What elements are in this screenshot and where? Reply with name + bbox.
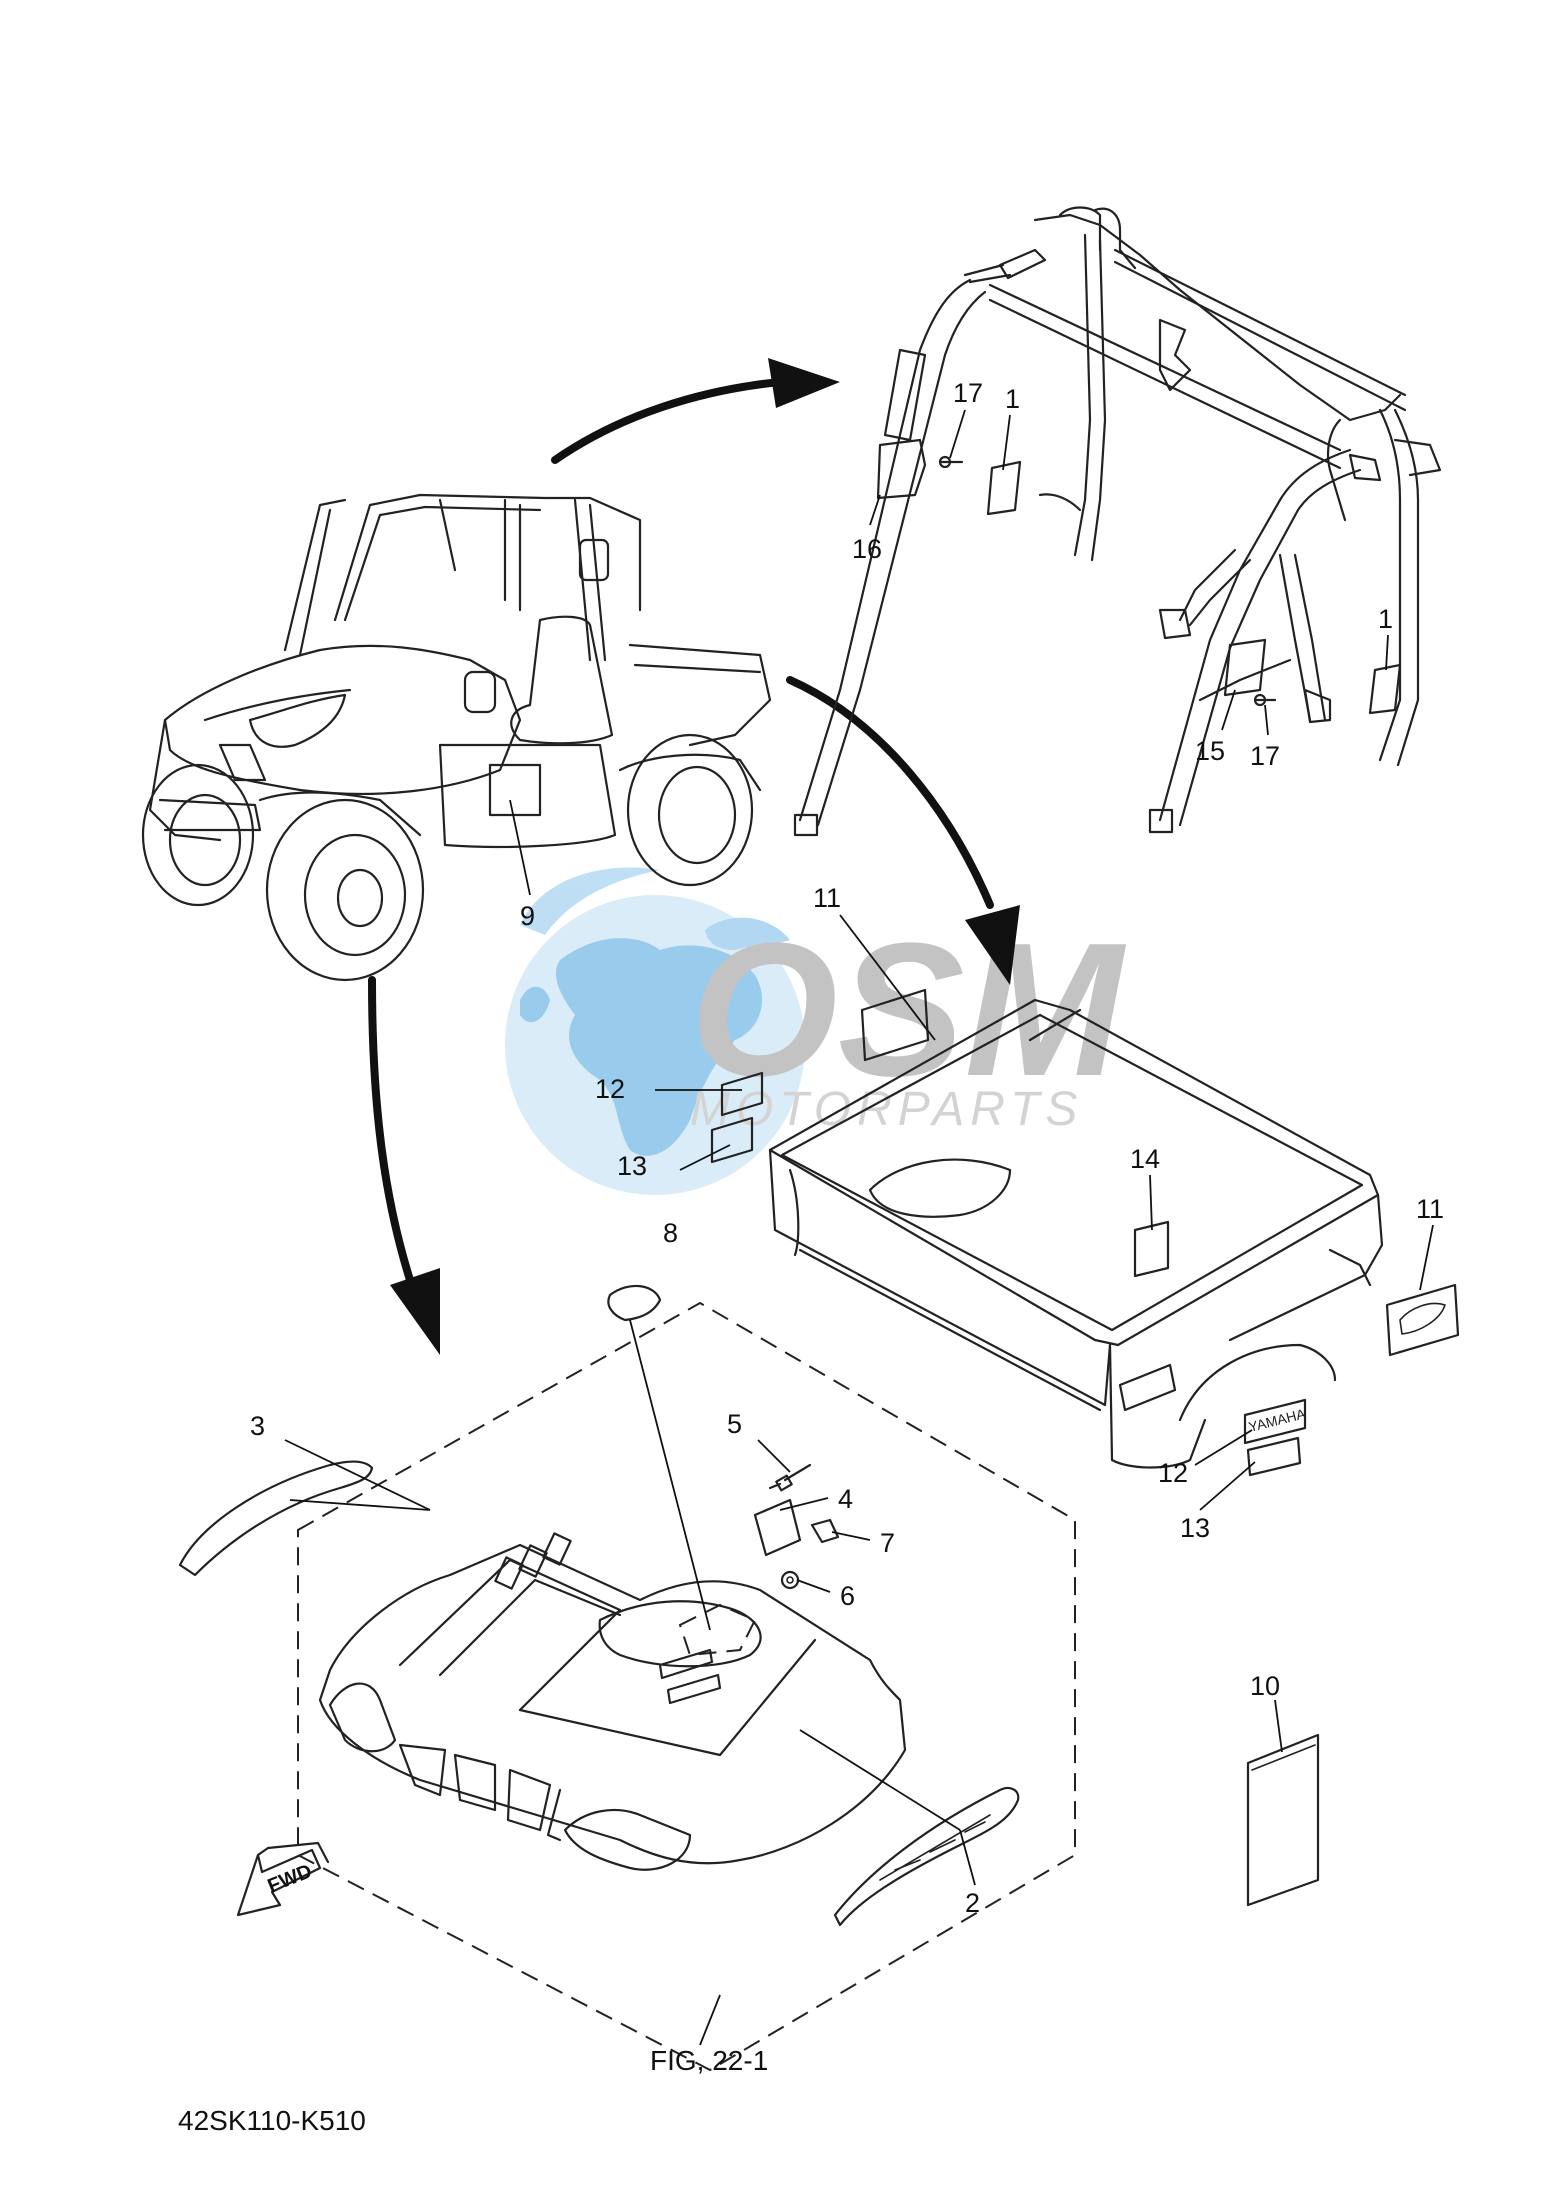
flow-arrows [368, 358, 1020, 1355]
decal-12a-outline [720, 1071, 764, 1117]
callout-1a: 1 [1005, 384, 1020, 414]
decal-11a-outline [860, 988, 930, 1062]
hood-assembly [178, 1284, 1076, 2072]
decal-16-outline [876, 438, 927, 500]
decal-11b [1385, 1283, 1460, 1357]
decal-13a-outline [710, 1116, 754, 1164]
leader-lines [284, 409, 1434, 2046]
front-left-wheel [141, 763, 255, 907]
decal-14-outline [1133, 1220, 1170, 1278]
arrow-head-hood [390, 1268, 440, 1355]
callout-2: 2 [965, 1888, 980, 1918]
fig-22-1-boundary [297, 1301, 1076, 2072]
decal-3-outline [178, 1460, 374, 1577]
watermark: OSM MOTORPARTS [505, 867, 1127, 1195]
watermark-tagline: MOTORPARTS [690, 1083, 1083, 1136]
decal-1b-outline [1368, 663, 1402, 715]
decal-2 [833, 1786, 1020, 1927]
callout-13b: 13 [1180, 1513, 1210, 1543]
label-9-outline [488, 763, 542, 817]
arrow-head-cargo-bed [965, 905, 1020, 985]
forward-direction-arrow: FWD [236, 1841, 330, 1917]
callout-8: 8 [663, 1218, 678, 1248]
callout-9: 9 [520, 901, 535, 931]
callout-12b: 12 [1158, 1458, 1188, 1488]
arrow-to-hood [368, 976, 414, 1284]
callout-11a: 11 [813, 883, 841, 913]
callout-numbers: 9 17 1 16 1 15 17 11 12 13 14 11 12 13 8… [250, 378, 1444, 1918]
callout-7: 7 [880, 1528, 895, 1558]
part-5-screw [768, 1463, 812, 1492]
callout-1b: 1 [1378, 604, 1393, 634]
callout-13a: 13 [617, 1151, 647, 1181]
callout-6: 6 [840, 1581, 855, 1611]
roll-cage-assembly [793, 206, 1442, 837]
part-4-outline [753, 1498, 802, 1557]
rear-wheel [626, 733, 754, 887]
callout-10: 10 [1250, 1671, 1280, 1701]
arrow-to-roll-cage [551, 378, 784, 464]
callout-16: 16 [852, 534, 882, 564]
floating-decals [710, 988, 930, 1164]
arrow-to-cargo-bed [786, 676, 994, 909]
callout-3: 3 [250, 1411, 265, 1441]
callout-17b: 17 [1250, 741, 1280, 771]
fwd-label: FWD [265, 1860, 315, 1897]
callout-11b: 11 [1416, 1194, 1444, 1224]
bolt-17a [938, 455, 964, 469]
front-right-wheel [265, 798, 425, 982]
decal-13b-outline [1246, 1436, 1302, 1477]
callout-14: 14 [1130, 1144, 1160, 1174]
arrow-head-roll-cage [768, 358, 840, 408]
vehicle-overview [141, 493, 772, 982]
fig-reference: FIG, 22-1 [650, 2045, 768, 2076]
decal-15-outline [1223, 638, 1267, 697]
callout-4: 4 [838, 1484, 853, 1514]
diagram-code: 42SK110-K510 [178, 2105, 366, 2136]
part-6-outline [780, 1570, 800, 1590]
part-7-outline [810, 1518, 840, 1544]
part-8-outline [607, 1284, 662, 1322]
callout-12a: 12 [595, 1074, 625, 1104]
decal-12b-yamaha: YAMAHA [1243, 1398, 1308, 1445]
decal-1a-outline [986, 460, 1022, 516]
callout-17a: 17 [953, 378, 983, 408]
watermark-globe-icon [505, 867, 805, 1195]
callout-15: 15 [1195, 736, 1225, 766]
bolt-17b [1253, 693, 1277, 707]
callout-5: 5 [727, 1409, 742, 1439]
decal-10 [1246, 1733, 1320, 1907]
